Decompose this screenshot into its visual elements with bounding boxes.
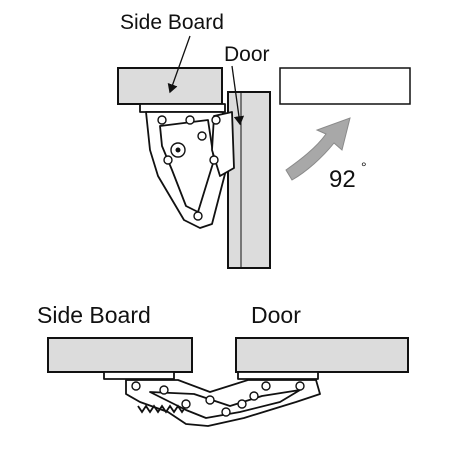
hinge-mount-plate bbox=[139, 103, 226, 113]
door-vertical-top bbox=[227, 91, 271, 269]
hinge-pins-top bbox=[157, 115, 221, 221]
hinge-pins-bottom bbox=[131, 381, 305, 417]
hinge-inner-link bbox=[159, 119, 215, 213]
side-board-bottom bbox=[47, 337, 193, 373]
opening-angle-value: 92 bbox=[329, 166, 356, 193]
door-open-position bbox=[279, 67, 411, 105]
side-board-pointer-top bbox=[167, 35, 191, 94]
side-board-label-top: Side Board bbox=[120, 11, 224, 34]
bottom-view bbox=[47, 337, 409, 427]
side-board-label-bottom: Side Board bbox=[37, 302, 151, 328]
rotation-arrow bbox=[285, 117, 351, 181]
degree-symbol: ° bbox=[361, 159, 367, 175]
door-label-top: Door bbox=[224, 43, 270, 66]
door-bottom bbox=[235, 337, 409, 373]
side-board-top bbox=[117, 67, 223, 105]
top-view bbox=[117, 35, 411, 269]
hinge-spring bbox=[137, 404, 187, 414]
door-label-bottom: Door bbox=[251, 302, 301, 328]
door-pointer-top bbox=[231, 65, 245, 126]
hinge-cup-plate-bottom bbox=[237, 371, 319, 380]
hinge-mount-plate-bottom bbox=[103, 371, 175, 380]
